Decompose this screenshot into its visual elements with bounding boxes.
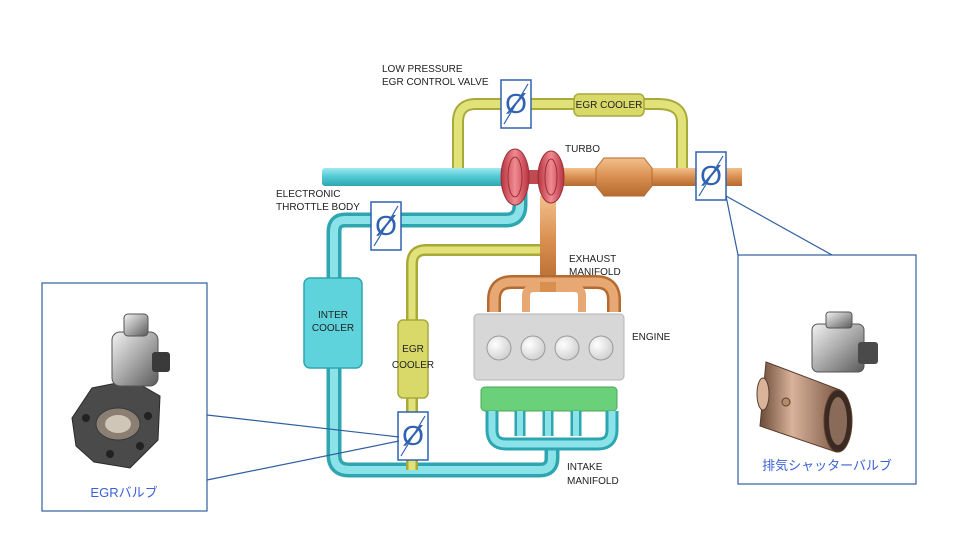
engine-label: ENGINE bbox=[632, 332, 671, 343]
engine-block bbox=[473, 313, 625, 381]
cylinder-1 bbox=[486, 335, 512, 361]
electronic-throttle-label-line2: THROTTLE BODY bbox=[276, 202, 360, 213]
intercooler-label-line1: INTER bbox=[318, 310, 348, 321]
intake-plenum bbox=[480, 386, 618, 412]
low-pressure-egr-pipe bbox=[452, 98, 688, 178]
right-callout-connector bbox=[725, 195, 833, 256]
exhaust-manifold-label-line2: MANIFOLD bbox=[569, 267, 621, 278]
egr-cooler-lower bbox=[397, 319, 429, 399]
exhaust-shutter-valve: Ø bbox=[695, 151, 727, 201]
left-callout-caption: EGRバルブ bbox=[90, 485, 157, 500]
valve-symbol: Ø bbox=[402, 420, 424, 451]
intake-manifold-label-line1: INTAKE bbox=[567, 462, 603, 473]
intercooler bbox=[303, 277, 363, 369]
exhaust-manifold-label-line1: EXHAUST bbox=[569, 254, 616, 265]
exhaust-down-pipe bbox=[540, 196, 556, 286]
electronic-throttle-label-line1: ELECTRONIC bbox=[276, 189, 340, 200]
valve-symbol: Ø bbox=[700, 160, 722, 191]
low-pressure-label-line1: LOW PRESSURE bbox=[382, 64, 463, 75]
egr-cooler-upper bbox=[573, 93, 645, 117]
intake-manifold-runners bbox=[485, 411, 619, 451]
turbocharger bbox=[500, 148, 565, 206]
egr-cooler-lower-label-line2: COOLER bbox=[392, 360, 434, 371]
cylinder-3 bbox=[554, 335, 580, 361]
low-pressure-egr-valve: Ø bbox=[500, 79, 532, 129]
catalytic-converter bbox=[595, 157, 653, 197]
egr-valve-photo bbox=[71, 313, 170, 469]
egr-cooler-top-label: EGR COOLER bbox=[576, 100, 643, 111]
egr-cooler-lower-label-line1: EGR bbox=[402, 344, 424, 355]
low-pressure-label-line2: EGR CONTROL VALVE bbox=[382, 77, 489, 88]
left-callout-connector bbox=[206, 414, 400, 481]
right-callout-caption: 排気シャッターバルブ bbox=[762, 458, 892, 473]
exhaust-shutter-valve-photo bbox=[756, 311, 878, 453]
air-inlet-pipe bbox=[322, 168, 510, 186]
egr-valve: Ø bbox=[397, 411, 429, 461]
electronic-throttle-valve: Ø bbox=[370, 201, 402, 251]
exhaust-manifold bbox=[487, 275, 621, 312]
intercooler-label-line2: COOLER bbox=[312, 323, 354, 334]
valve-symbol: Ø bbox=[375, 210, 397, 241]
valve-symbol: Ø bbox=[505, 88, 527, 119]
turbo-label: TURBO bbox=[565, 144, 600, 155]
cylinder-2 bbox=[520, 335, 546, 361]
intake-manifold-label-line2: MANIFOLD bbox=[567, 476, 619, 487]
cylinder-4 bbox=[588, 335, 614, 361]
